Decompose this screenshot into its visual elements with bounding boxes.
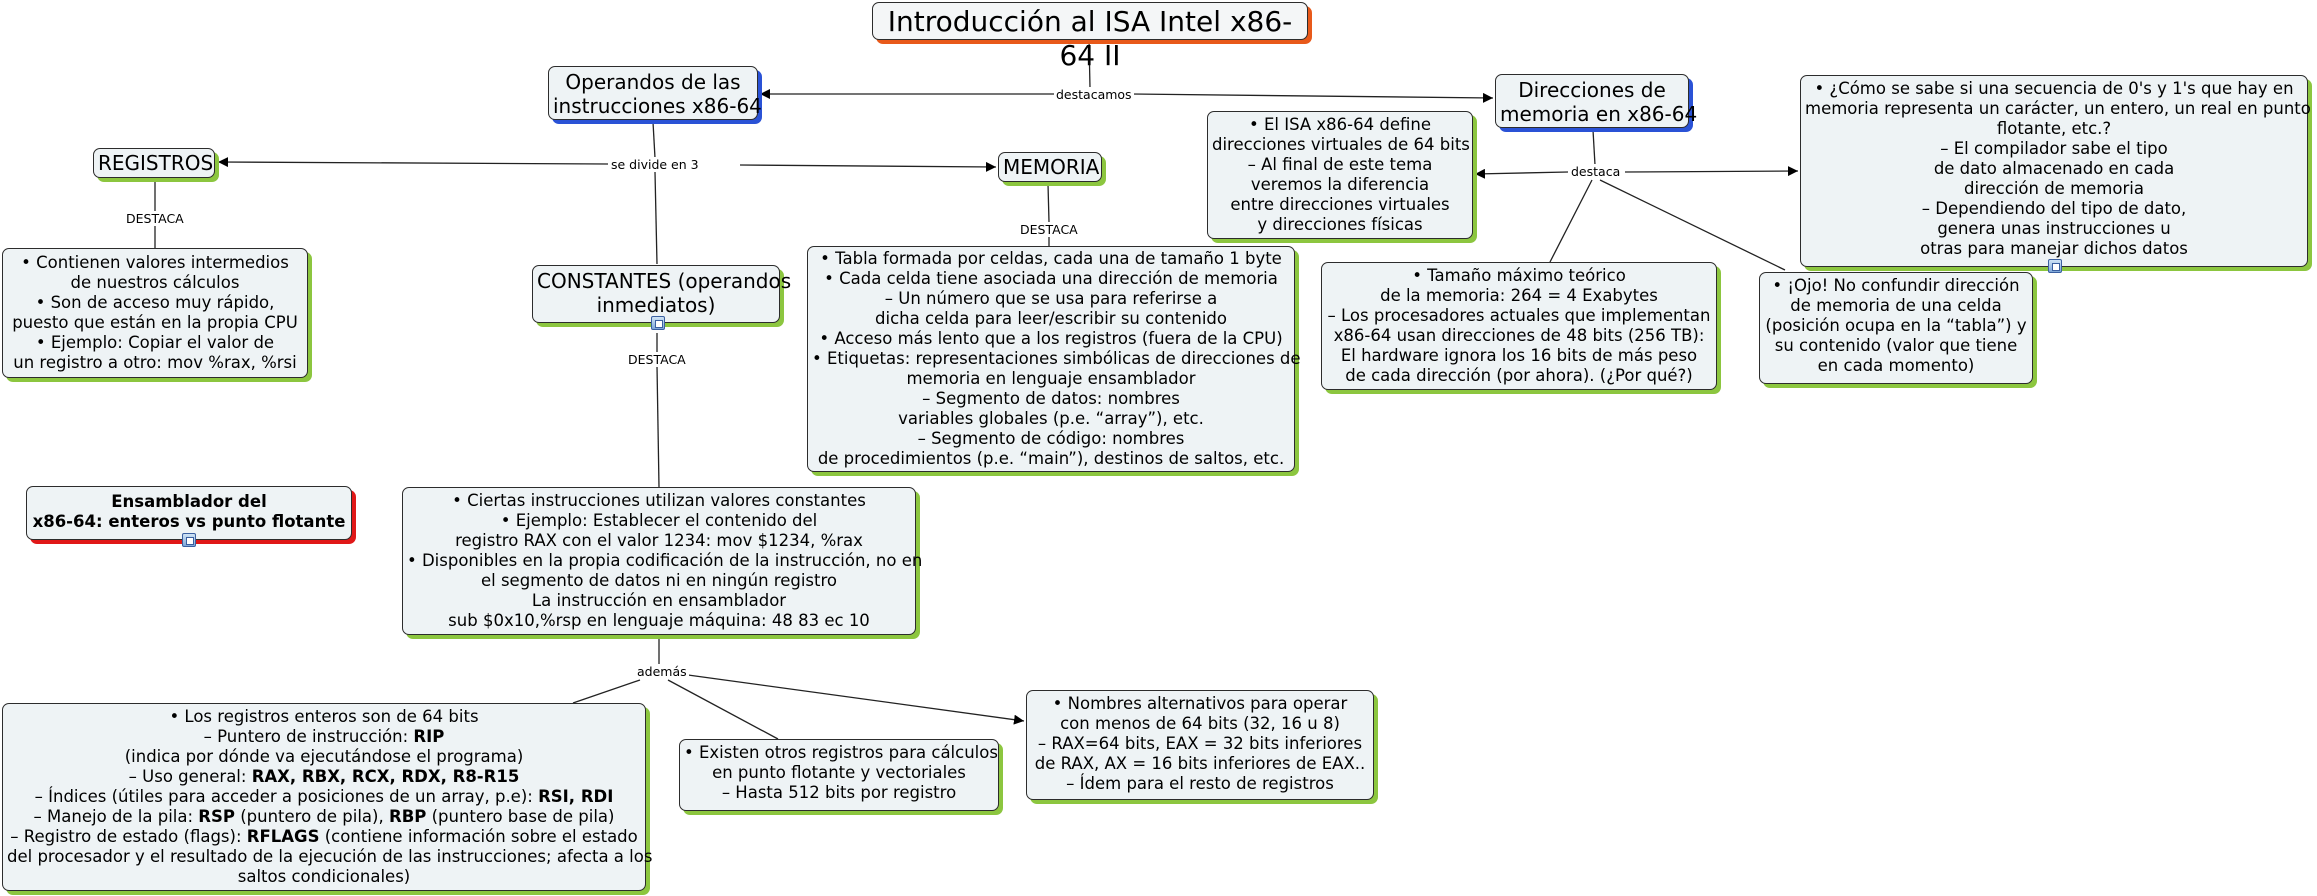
link-ademas-nombres	[687, 674, 1025, 725]
node-registros-info: • Contienen valores intermedios de nuest…	[2, 248, 308, 378]
link-title-destacamos	[1088, 39, 1091, 89]
node-como-se-sabe: • ¿Cómo se sabe si una secuencia de 0's …	[1800, 75, 2311, 267]
link-destaca-isa-virtual	[1474, 168, 1569, 179]
node-constantes-info: • Ciertas instrucciones utilizan valores…	[402, 487, 922, 635]
concept-memoria: MEMORIA	[998, 152, 1102, 182]
label-destacamos: destacamos	[1054, 87, 1134, 102]
node-otros-registros: • Existen otros registros para cálculos …	[679, 739, 999, 811]
node-memoria-info: • Tabla formada por celdas, cada una de …	[807, 246, 1301, 472]
map-title: Introducción al ISA Intel x86-64 II	[872, 2, 1308, 72]
ensamblador-resource-icon[interactable]	[182, 533, 196, 547]
concept-direcciones: Direcciones de memoria en x86-64	[1495, 74, 1697, 128]
concept-operandos: Operandos de las instrucciones x86-64	[548, 66, 762, 120]
link-destaca-tamano	[1549, 179, 1593, 263]
label-se-divide: se divide en 3	[609, 157, 701, 172]
node-tamano-maximo: • Tamaño máximo teórico de la memoria: 2…	[1321, 262, 1717, 390]
concept-ensamblador: Ensamblador del x86-64: enteros vs punto…	[26, 486, 352, 540]
link-sedivide-constantes	[654, 171, 658, 265]
label-ademas: además	[635, 664, 689, 679]
link-sedivide-registros	[217, 157, 609, 168]
link-ademas-otros	[667, 679, 779, 740]
concept-registros: REGISTROS	[93, 148, 215, 178]
node-nombres-alternativos: • Nombres alternativos para operar con m…	[1026, 690, 1374, 800]
node-ojo: • ¡Ojo! No confundir dirección de memori…	[1759, 272, 2033, 384]
label-destaca-registros: DESTACA	[124, 211, 186, 226]
link-operandos-sedivide	[652, 121, 656, 159]
link-memoria-destaca	[1047, 183, 1050, 223]
link-destaca-como-se-sabe	[1624, 166, 1799, 177]
link-destaca-constantes-info	[656, 365, 660, 488]
node-isa-virtual: • El ISA x86-64 define direcciones virtu…	[1207, 111, 1473, 239]
link-ademas-registros-enteros	[572, 679, 641, 704]
link-direcciones-destaca	[1592, 129, 1596, 166]
link-destaca-ojo	[1599, 179, 1786, 271]
label-destaca-memoria: DESTACA	[1018, 222, 1080, 237]
concept-constantes: CONSTANTES (operandos inmediatos)	[532, 265, 791, 323]
constantes-resource-icon[interactable]	[651, 316, 665, 330]
link-sedivide-memoria	[739, 161, 997, 172]
label-destaca-constantes: DESTACA	[626, 352, 688, 367]
label-destaca-direcciones: destaca	[1569, 164, 1623, 179]
node-registros-enteros: • Los registros enteros son de 64 bits –…	[2, 703, 652, 891]
link-destacamos-direcciones	[1129, 92, 1494, 103]
como-se-sabe-resource-icon[interactable]	[2048, 259, 2062, 273]
